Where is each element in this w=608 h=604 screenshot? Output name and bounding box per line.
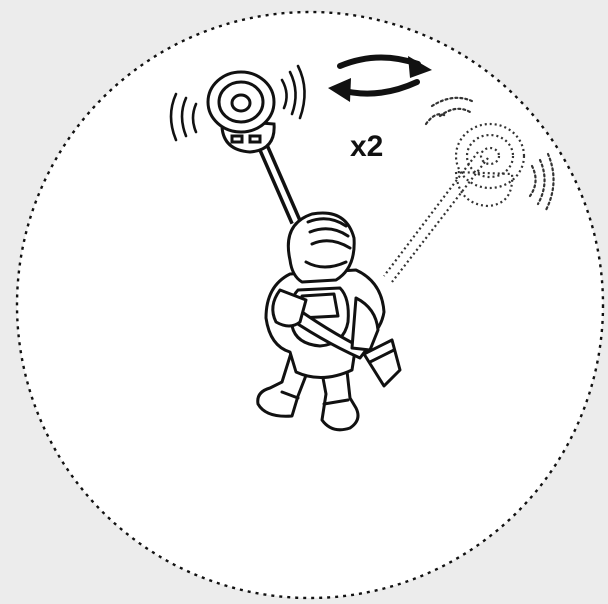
repeat-count-label: x2 — [350, 130, 383, 163]
